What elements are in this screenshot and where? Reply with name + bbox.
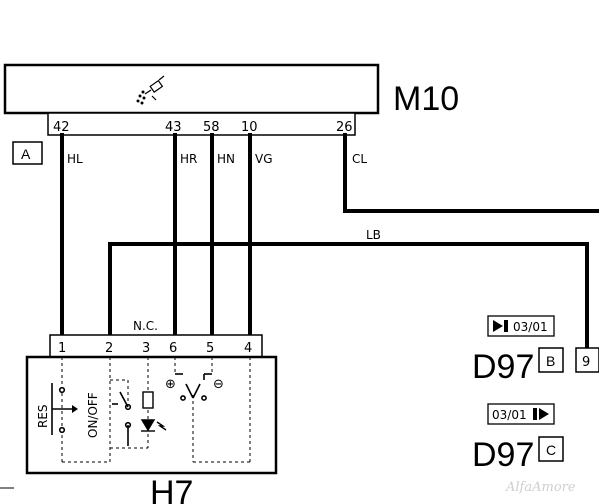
wire-lb bbox=[108, 242, 589, 350]
bar-icon bbox=[533, 408, 537, 420]
d97b-name: D97 bbox=[472, 348, 534, 386]
watermark: AlfaAmore bbox=[505, 480, 576, 495]
h7-pin-2: 2 bbox=[105, 341, 113, 356]
connector-a-label: A bbox=[21, 146, 31, 162]
h7-name: H7 bbox=[150, 474, 193, 504]
m10-pin-2: 43 bbox=[165, 120, 182, 135]
m10-pin-5: 26 bbox=[336, 120, 353, 135]
led-resistor bbox=[140, 391, 167, 432]
d97b-pin-box bbox=[575, 347, 599, 373]
minus-symbol: ⊖ bbox=[213, 377, 224, 392]
m10-pin-1: 42 bbox=[53, 120, 70, 135]
d97b-connector-box bbox=[538, 347, 564, 373]
wire-label-vg: VG bbox=[255, 152, 273, 166]
d97c-connector-box bbox=[538, 436, 564, 462]
wire-label-cl: CL bbox=[352, 152, 367, 166]
res-push-button bbox=[51, 383, 78, 435]
m10-body bbox=[3, 63, 380, 115]
d97b-ref: 03/01 bbox=[513, 320, 548, 334]
h7-body bbox=[25, 355, 278, 475]
d97c-ref: 03/01 bbox=[492, 408, 527, 422]
connector-a-box bbox=[12, 141, 43, 165]
d97c-name: D97 bbox=[472, 436, 534, 474]
m10-pin-4: 10 bbox=[241, 120, 258, 135]
h7-pin-5: 5 bbox=[206, 341, 214, 356]
play-icon bbox=[493, 320, 503, 332]
m10-pin-3: 58 bbox=[203, 120, 220, 135]
m10-connector bbox=[47, 112, 356, 136]
bar-icon bbox=[504, 320, 508, 332]
wire-label-hn: HN bbox=[217, 152, 235, 166]
plus-minus-switches bbox=[175, 373, 212, 401]
h7-pin-4: 6 bbox=[169, 341, 177, 356]
onoff-switch bbox=[112, 391, 132, 446]
res-label: RES bbox=[36, 404, 50, 428]
play-icon bbox=[539, 408, 549, 420]
h7-pin-3: 3 bbox=[142, 341, 150, 356]
h7-pin-1: 1 bbox=[58, 341, 66, 356]
h7-connector bbox=[49, 334, 263, 358]
wire-label-hl: HL bbox=[67, 152, 83, 166]
onoff-label: ON/OFF bbox=[86, 392, 100, 438]
d97c-ref-box bbox=[487, 403, 555, 425]
wire-label-hr: HR bbox=[180, 152, 197, 166]
washer-spray-icon bbox=[136, 75, 165, 105]
wire-label-lb: LB bbox=[366, 228, 381, 242]
plus-symbol: ⊕ bbox=[165, 377, 176, 392]
h7-pin-6: 4 bbox=[244, 341, 252, 356]
d97c-connector: C bbox=[546, 442, 556, 458]
d97b-connector: B bbox=[546, 353, 555, 369]
d97b-pin: 9 bbox=[582, 355, 590, 370]
wire-cl bbox=[343, 133, 599, 213]
m10-name: M10 bbox=[393, 80, 459, 118]
h7-nc-label: N.C. bbox=[133, 319, 158, 333]
